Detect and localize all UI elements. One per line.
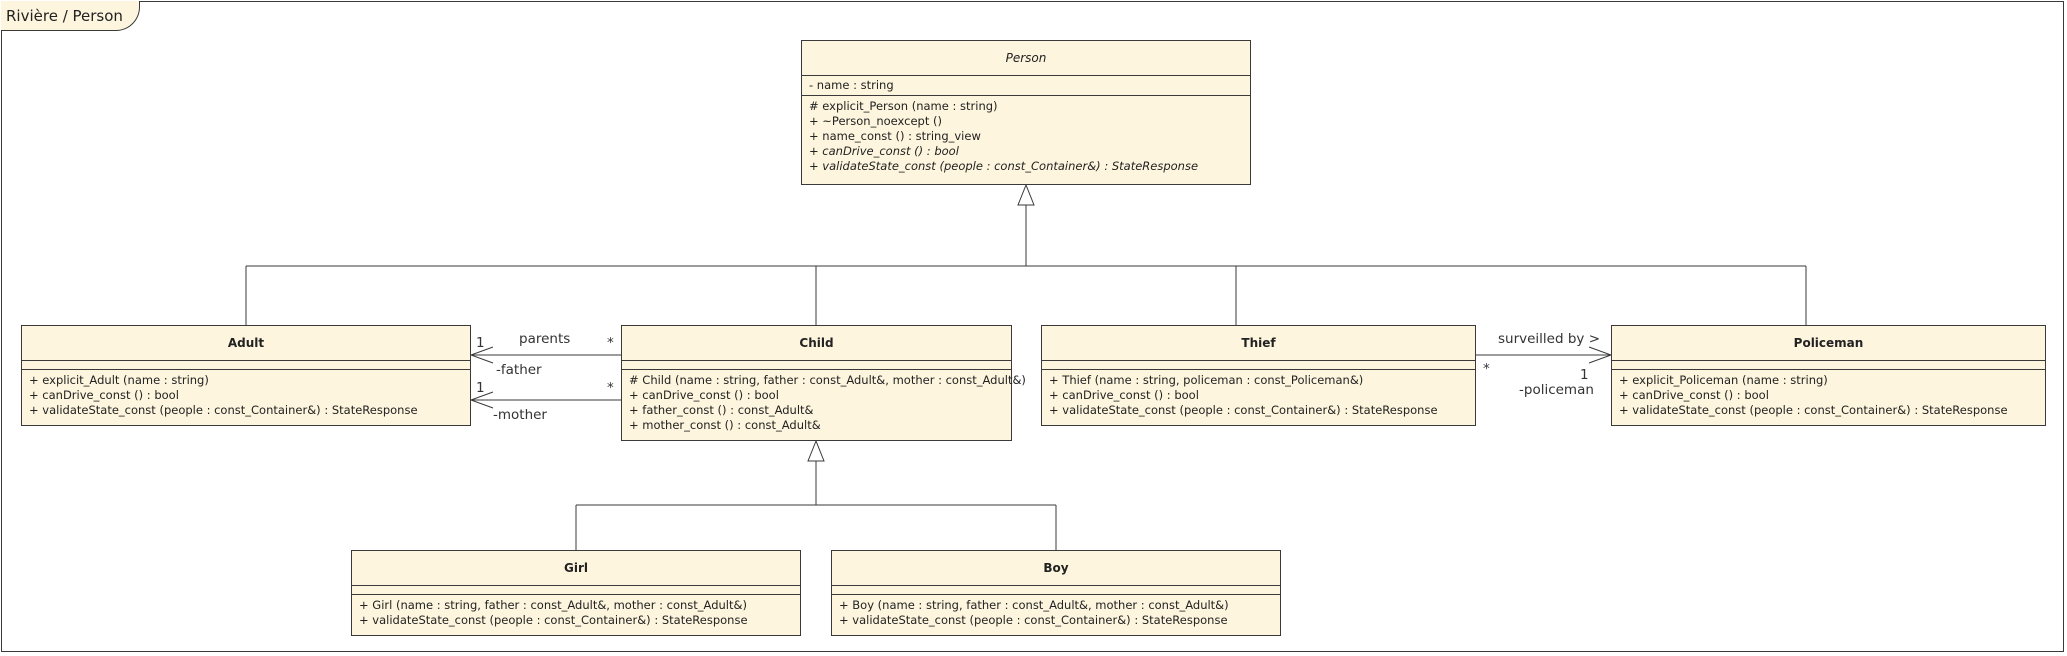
operation: + validateState_const (people : const_Co…: [839, 613, 1228, 627]
class-girl-attributes: [352, 586, 800, 595]
class-child-name: Child: [622, 326, 1011, 361]
operation: + father_const () : const_Adult&: [629, 403, 814, 417]
class-girl-operations: + Girl (name : string, father : const_Ad…: [352, 595, 800, 631]
operation: + validateState_const (people : const_Co…: [809, 159, 1199, 173]
child-mother-multiplicity: *: [607, 380, 614, 396]
adult-father-multiplicity: 1: [476, 335, 485, 351]
assoc-father-arrow: [469, 346, 494, 364]
operation: + Girl (name : string, father : const_Ad…: [359, 598, 747, 612]
operation: + validateState_const (people : const_Co…: [359, 613, 748, 627]
operation: # explicit_Person (name : string): [809, 99, 998, 113]
gen-child-arrowhead: [807, 439, 825, 462]
class-adult-operations: + explicit_Adult (name : string) + canDr…: [22, 370, 470, 421]
class-adult-attributes: [22, 361, 470, 370]
operation: + validateState_const (people : const_Co…: [1049, 403, 1438, 417]
class-boy-name: Boy: [832, 551, 1280, 586]
operation: + Thief (name : string, policeman : cons…: [1049, 373, 1364, 387]
class-girl-name: Girl: [352, 551, 800, 586]
operation: + Boy (name : string, father : const_Adu…: [839, 598, 1229, 612]
policeman-role: -policeman: [1519, 382, 1594, 398]
class-person[interactable]: Person - name : string # explicit_Person…: [801, 40, 1251, 185]
class-child-operations: # Child (name : string, father : const_A…: [622, 370, 1026, 436]
operation: + mother_const () : const_Adult&: [629, 418, 821, 432]
mother-role: -mother: [493, 407, 547, 423]
class-thief-attributes: [1042, 361, 1475, 370]
class-adult-name: Adult: [22, 326, 470, 361]
class-person-name: Person: [802, 41, 1250, 76]
operation: + explicit_Policeman (name : string): [1619, 373, 1828, 387]
class-person-operations: # explicit_Person (name : string) + ~Per…: [802, 96, 1250, 177]
class-thief-name: Thief: [1042, 326, 1475, 361]
class-person-attributes: - name : string: [802, 76, 1250, 96]
class-child[interactable]: Child # Child (name : string, father : c…: [621, 325, 1026, 441]
frame-title: Rivière / Person: [1, 1, 140, 31]
class-child-attributes: [622, 361, 1011, 370]
class-policeman-name: Policeman: [1612, 326, 2045, 361]
operation: + ~Person_noexcept (): [809, 114, 942, 128]
class-thief[interactable]: Thief + Thief (name : string, policeman …: [1041, 325, 1476, 426]
father-role: -father: [496, 362, 542, 378]
operation: + canDrive_const () : bool: [629, 388, 779, 402]
operation: + validateState_const (people : const_Co…: [1619, 403, 2008, 417]
class-girl[interactable]: Girl + Girl (name : string, father : con…: [351, 550, 801, 636]
attribute: - name : string: [809, 78, 894, 92]
class-adult[interactable]: Adult + explicit_Adult (name : string) +…: [21, 325, 471, 426]
operation: # Child (name : string, father : const_A…: [629, 373, 1026, 387]
operation: + canDrive_const () : bool: [809, 144, 959, 158]
policeman-multiplicity: 1: [1580, 367, 1589, 383]
operation: + canDrive_const () : bool: [1619, 388, 1769, 402]
child-father-multiplicity: *: [607, 335, 614, 351]
class-boy-operations: + Boy (name : string, father : const_Adu…: [832, 595, 1280, 631]
class-policeman-operations: + explicit_Policeman (name : string) + c…: [1612, 370, 2045, 421]
class-policeman[interactable]: Policeman + explicit_Policeman (name : s…: [1611, 325, 2046, 426]
assoc-parents-name: parents: [519, 331, 571, 347]
class-boy[interactable]: Boy + Boy (name : string, father : const…: [831, 550, 1281, 636]
operation: + canDrive_const () : bool: [1049, 388, 1199, 402]
adult-mother-multiplicity: 1: [476, 380, 485, 396]
class-policeman-attributes: [1612, 361, 2045, 370]
gen-person-arrowhead: [1017, 183, 1035, 206]
assoc-surveilled-name: surveilled by >: [1498, 331, 1601, 347]
class-thief-operations: + Thief (name : string, policeman : cons…: [1042, 370, 1475, 421]
operation: + name_const () : string_view: [809, 129, 981, 143]
operation: + explicit_Adult (name : string): [29, 373, 209, 387]
thief-multiplicity: *: [1483, 361, 1490, 377]
operation: + canDrive_const () : bool: [29, 388, 179, 402]
operation: + validateState_const (people : const_Co…: [29, 403, 418, 417]
assoc-mother-arrow: [469, 391, 494, 409]
class-boy-attributes: [832, 586, 1280, 595]
